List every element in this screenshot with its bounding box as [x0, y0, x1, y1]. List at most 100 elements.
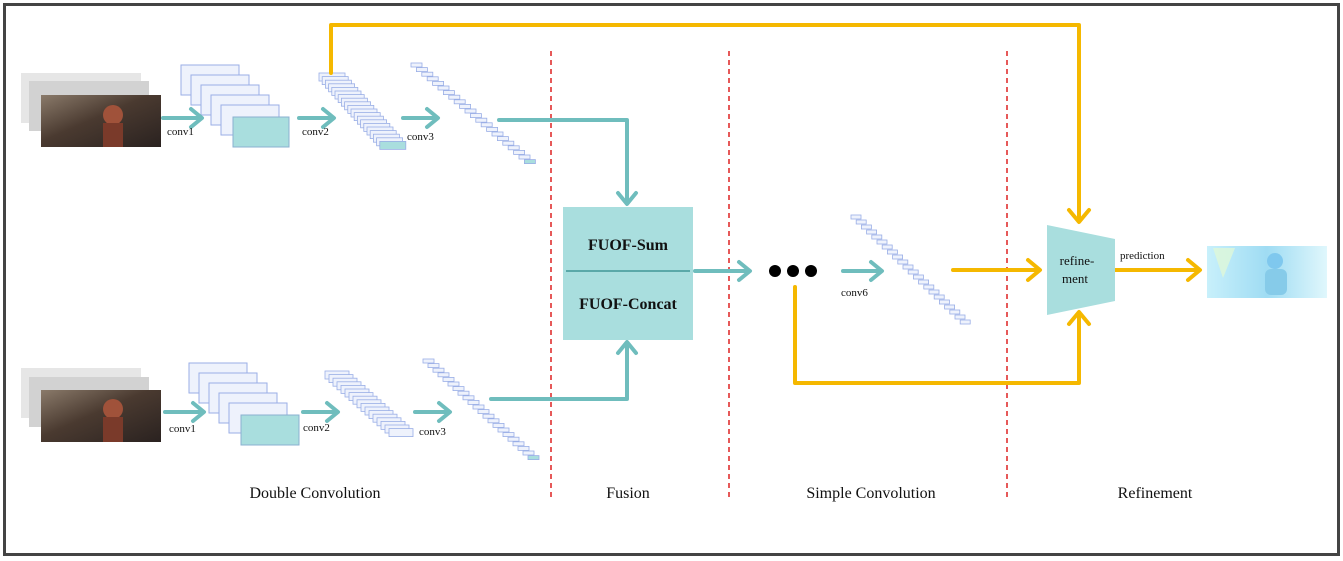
feature-map-slice: [524, 159, 536, 165]
ellipsis-dots: [769, 265, 817, 277]
feature-map-slice: [475, 117, 488, 123]
skip-arrow-conv2-to-refinement: [329, 23, 1091, 224]
feature-map-slice: [447, 381, 460, 387]
refinement-label-line2: ment: [1062, 271, 1088, 286]
feature-map-slice: [907, 269, 919, 275]
section-simple-convolution: Simple Convolution: [806, 485, 935, 502]
feature-map-slice: [462, 395, 475, 401]
fuof-concat-label: FUOF-Concat: [579, 296, 677, 313]
feature-map-slice: [866, 229, 877, 235]
conv3-label-bottom: conv3: [419, 426, 446, 438]
arrow-input-to-conv1-top: [161, 107, 204, 129]
feature-map-slice: [442, 376, 455, 382]
arrow-conv6-to-refinement: [951, 258, 1042, 282]
feature-map-slice: [512, 441, 525, 447]
conv2-label-top: conv2: [302, 126, 329, 138]
feature-map-slice: [923, 284, 935, 290]
section-refinement: Refinement: [1118, 485, 1193, 502]
input-frames-top: [21, 73, 161, 147]
feature-map-slice: [427, 363, 440, 369]
feature-map-slice: [517, 445, 530, 451]
conv1-label-bottom: conv1: [169, 423, 196, 435]
feature-map-slice: [480, 122, 493, 128]
fuof-sum-label: FUOF-Sum: [588, 237, 669, 254]
feature-map-slice: [855, 219, 867, 225]
feature-map-slice: [502, 140, 515, 146]
yellow-arrows: [329, 23, 1202, 385]
feature-map-slice: [469, 113, 482, 118]
feature-map-slice: [421, 71, 434, 77]
feature-map-slice: [422, 358, 435, 364]
arrow-input-to-conv1-bottom: [163, 401, 206, 423]
figure-frame: FUOF-Sum FUOF-Concat refine- ment conv1 …: [3, 3, 1340, 556]
feature-map-slice: [459, 104, 472, 109]
arrow-refinement-to-prediction: [1113, 258, 1202, 282]
feature-map-slice: [522, 450, 535, 456]
feature-map-slice: [881, 244, 893, 250]
feature-map-slice: [850, 214, 862, 220]
feature-map-slice: [457, 390, 470, 396]
conv3-feature-maps-bottom: [422, 358, 540, 461]
feature-map-slice: [472, 404, 485, 410]
feature-map-slice: [887, 249, 898, 255]
conv1-feature-maps-top: [180, 64, 290, 148]
arrow-conv1-to-conv2-top: [297, 107, 336, 129]
feature-map-slice: [388, 428, 414, 438]
architecture-diagram: FUOF-Sum FUOF-Concat refine- ment conv1 …: [21, 23, 1327, 502]
feature-map-slice: [513, 149, 526, 155]
feature-map-slice: [426, 76, 439, 82]
conv3-feature-maps-top: [410, 62, 536, 165]
feature-map-slice: [518, 154, 531, 160]
feature-map-slice: [876, 239, 888, 245]
arrow-dots-to-conv6: [841, 260, 884, 282]
section-fusion: Fusion: [606, 485, 650, 502]
feature-map-slice: [507, 436, 520, 442]
conv1-feature-maps-bottom: [188, 362, 300, 446]
feature-map-slice: [491, 131, 504, 137]
conv2-feature-maps-top: [318, 72, 407, 150]
feature-map-slice: [959, 319, 971, 325]
feature-map-slice: [871, 234, 883, 240]
refinement-label-line1: refine-: [1060, 253, 1095, 268]
layer-labels: conv1 conv2 conv3 conv1 conv2 conv3 conv…: [167, 126, 1165, 438]
feature-map-slice: [949, 309, 961, 315]
section-separators: [550, 51, 1008, 498]
feature-map-slice: [486, 127, 499, 132]
feature-map-slice: [448, 94, 461, 100]
skip-arrow-dots-to-refinement: [793, 285, 1091, 385]
feature-map-slice: [913, 274, 924, 280]
section-titles: Double Convolution Fusion Simple Convolu…: [249, 485, 1192, 502]
arrow-conv3-to-fusion-top: [497, 118, 638, 206]
conv6-feature-maps: [850, 214, 971, 325]
feature-map-slice: [497, 427, 510, 433]
feature-map-slice: [918, 279, 929, 285]
feature-map-slice: [477, 409, 490, 415]
feature-map-slice: [467, 399, 480, 405]
prediction-label: prediction: [1120, 250, 1165, 262]
feature-map-slice: [379, 140, 407, 150]
feature-map-slice: [415, 67, 428, 72]
feature-map-slice: [442, 90, 455, 95]
feature-map-slice: [496, 136, 509, 142]
feature-map-slice: [487, 418, 500, 424]
feature-map-slice: [954, 314, 966, 320]
conv3-label-top: conv3: [407, 131, 434, 143]
feature-map-slice: [928, 289, 940, 295]
feature-map-slice: [437, 372, 450, 378]
arrow-conv2-to-conv3-bottom: [413, 401, 452, 423]
conv2-label-bottom: conv2: [303, 422, 330, 434]
feature-map-slice: [410, 62, 423, 68]
feature-map-slice: [502, 432, 515, 438]
refinement-block: refine- ment: [1047, 225, 1115, 315]
feature-map-slice: [432, 81, 445, 86]
feature-map-slice: [507, 145, 520, 151]
fusion-block: FUOF-Sum FUOF-Concat: [563, 207, 693, 340]
input-frames-bottom: [21, 368, 161, 442]
feature-map-slice: [432, 367, 445, 373]
feature-map-slice: [892, 254, 903, 260]
arrow-conv1-to-conv2-bottom: [301, 401, 340, 423]
feature-map-slice: [933, 294, 945, 300]
feature-map-slice: [861, 224, 872, 230]
arrow-conv2-to-conv3-top: [401, 107, 440, 129]
arrow-fusion-to-dots: [693, 260, 752, 282]
